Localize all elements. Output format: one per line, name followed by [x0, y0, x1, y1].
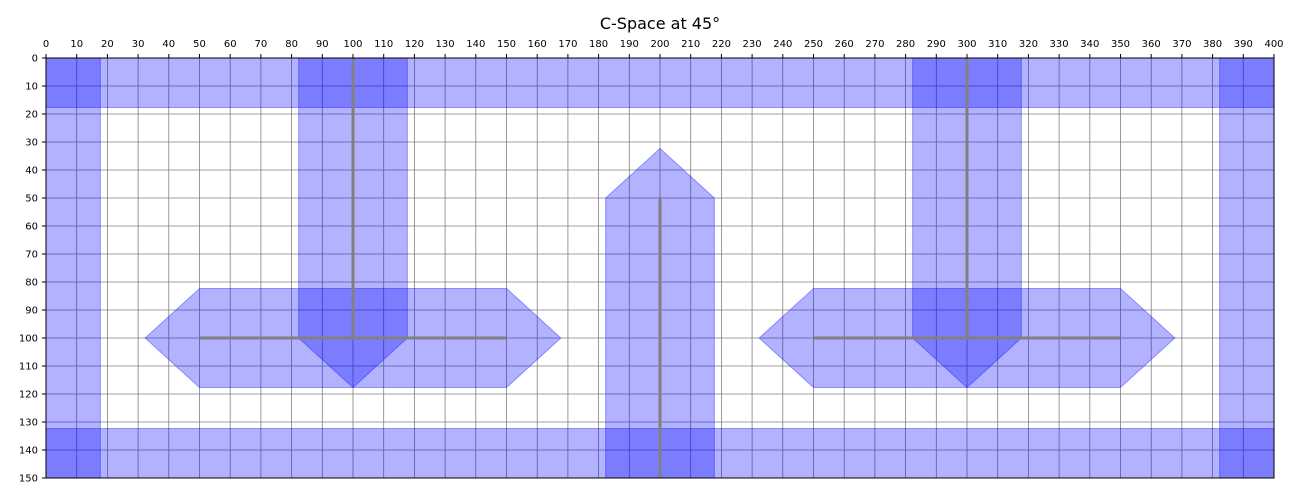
x-tick-label-22: 220: [712, 39, 731, 50]
y-tick-label-0: 0: [32, 54, 38, 65]
x-tick-label-40: 400: [1264, 39, 1283, 50]
x-tick-label-0: 0: [43, 39, 49, 50]
x-tick-label-18: 180: [589, 39, 608, 50]
x-tick-label-4: 40: [162, 39, 175, 50]
x-tick-label-36: 360: [1142, 39, 1161, 50]
x-tick-label-35: 350: [1111, 39, 1130, 50]
x-tick-label-8: 80: [285, 39, 298, 50]
y-tick-label-7: 70: [25, 250, 38, 261]
x-tick-label-39: 390: [1234, 39, 1253, 50]
x-tick-label-1: 10: [70, 39, 83, 50]
x-tick-label-33: 330: [1050, 39, 1069, 50]
x-tick-label-3: 30: [132, 39, 145, 50]
x-tick-label-11: 110: [374, 39, 393, 50]
x-tick-label-23: 230: [743, 39, 762, 50]
y-tick-label-8: 80: [25, 278, 38, 289]
x-tick-label-28: 280: [896, 39, 915, 50]
obstacle-region-0: [45, 57, 1275, 109]
y-tick-label-14: 140: [19, 446, 38, 457]
x-tick-label-19: 190: [620, 39, 639, 50]
x-tick-label-15: 150: [497, 39, 516, 50]
y-tick-label-5: 50: [25, 194, 38, 205]
x-tick-label-24: 240: [773, 39, 792, 50]
obstacle-region-2: [45, 57, 101, 479]
y-tick-label-11: 110: [19, 362, 38, 373]
x-tick-label-31: 310: [988, 39, 1007, 50]
x-tick-label-14: 140: [466, 39, 485, 50]
x-tick-label-29: 290: [927, 39, 946, 50]
x-tick-label-17: 170: [558, 39, 577, 50]
x-tick-label-5: 50: [193, 39, 206, 50]
x-tick-label-32: 320: [1019, 39, 1038, 50]
y-tick-label-1: 10: [25, 82, 38, 93]
x-tick-label-27: 270: [865, 39, 884, 50]
x-tick-label-21: 210: [681, 39, 700, 50]
x-tick-label-13: 130: [436, 39, 455, 50]
y-tick-label-15: 150: [19, 474, 38, 485]
y-tick-label-13: 130: [19, 418, 38, 429]
x-tick-label-20: 200: [650, 39, 669, 50]
obstacle-region-3: [1219, 57, 1275, 479]
x-tick-label-6: 60: [224, 39, 237, 50]
x-tick-label-12: 120: [405, 39, 424, 50]
x-tick-label-10: 100: [343, 39, 362, 50]
y-tick-label-12: 120: [19, 390, 38, 401]
y-tick-label-9: 90: [25, 306, 38, 317]
x-tick-label-38: 380: [1203, 39, 1222, 50]
y-tick-label-3: 30: [25, 138, 38, 149]
y-tick-label-4: 40: [25, 166, 38, 177]
obstacle-segments: [199, 58, 1121, 478]
x-tick-label-26: 260: [835, 39, 854, 50]
y-tick-label-10: 100: [19, 334, 38, 345]
x-tick-label-37: 370: [1172, 39, 1191, 50]
x-tick-label-2: 20: [101, 39, 114, 50]
chart-title: C-Space at 45°: [600, 14, 720, 33]
x-tick-label-34: 340: [1080, 39, 1099, 50]
x-tick-label-25: 250: [804, 39, 823, 50]
y-axis-ticks: 0 10 20 30 40 50 60 70 80 90 100 110 120 130 140 150: [19, 54, 46, 485]
x-axis-ticks: 0 10 20 30 40 50 60 70 80 90 100 110 120 130 140 150 160…: [43, 39, 1284, 58]
y-tick-label-2: 20: [25, 110, 38, 121]
x-tick-label-7: 70: [255, 39, 268, 50]
x-tick-label-9: 90: [316, 39, 329, 50]
x-tick-label-16: 160: [528, 39, 547, 50]
y-tick-label-6: 60: [25, 222, 38, 233]
x-tick-label-30: 300: [957, 39, 976, 50]
